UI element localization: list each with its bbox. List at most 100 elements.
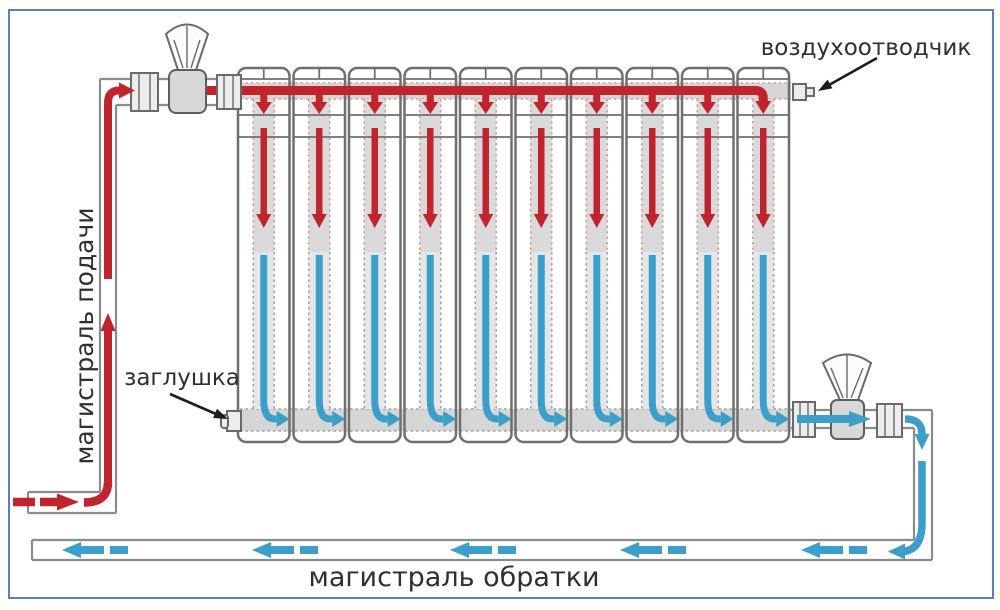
radiator-section [236,66,291,444]
section-detail-lines [683,69,733,138]
hot-arrowhead [644,214,660,228]
cold-channel-arrow [648,255,666,423]
handle-ribs [173,26,201,69]
supply-main-label: магистраль подачи [70,208,99,465]
hot-arrowhead [255,102,272,114]
cold-channel-arrow [759,255,777,423]
hot-arrowhead [119,82,135,99]
return-pipe-outline [30,408,934,562]
cold-arrowhead [443,411,457,427]
channel-dots-cold [474,252,498,409]
flow-arrows [13,82,930,560]
cold-arrowhead [914,434,930,450]
radiator-section [680,66,735,444]
cold-arrowhead [276,411,290,427]
cold-arrowhead [776,411,790,427]
hot-arrowhead [422,102,439,114]
section-detail-lines [294,69,344,138]
return-valve [792,353,903,440]
hot-arrowhead [477,102,494,114]
air-vent-label: воздухоотводчик [761,35,972,61]
cold-flow-drop [903,461,926,556]
radiator-section [569,66,624,444]
cold-arrowhead [450,542,469,558]
air-vent-body [792,83,807,101]
hot-arrowhead [755,214,771,228]
cold-channel-arrow [537,255,555,423]
air-vent-pointer-line [828,56,878,87]
plug-pointer-head [213,408,228,419]
section-detail-lines [239,69,289,138]
hot-arrowhead [588,102,605,114]
hot-arrowhead [478,214,494,228]
section-detail-lines [461,69,511,138]
pipe-nut [130,72,159,112]
channel-dots-hot [529,99,553,252]
cold-arrowhead [62,542,81,558]
channel-dots-hot [474,99,498,252]
section-detail-lines [405,69,455,138]
cold-channel-arrow [315,255,333,423]
return-main-arrows [62,542,867,558]
channel-dots-hot [252,99,276,252]
cold-arrowhead [720,411,734,427]
channel-dots-hot [640,99,664,252]
channel-dots-cold [585,252,609,409]
channel-dots-cold [696,252,720,409]
radiator-section [514,66,569,444]
hot-flow-riser-top [104,86,120,279]
section-detail-lines [516,69,566,138]
cold-arrowhead [849,411,871,427]
hot-arrowhead [700,214,716,228]
radiator-flow-arrows [206,86,790,427]
cold-channel-arrow [704,255,721,423]
channel-dots-cold [252,252,276,409]
radiator-section [625,66,680,444]
channel-dots-cold [751,252,775,409]
cold-channel-arrow [260,255,277,423]
plug-label: заглушка [124,365,240,391]
cold-channel-arrow [482,255,499,423]
radiator-section [458,66,513,444]
handle-ribs [830,355,864,399]
annotations [169,56,878,419]
cold-arrowhead [888,543,905,560]
channel-dots-hot [418,99,442,252]
supply-pipe-outline [26,77,240,515]
section-detail-lines [738,69,788,138]
radiator-section [347,66,402,444]
hot-arrowhead [699,102,716,114]
channel-dots-cold [307,252,331,409]
channel-dots-cold [418,252,442,409]
hot-arrowhead [256,214,272,228]
cold-arrowhead [609,411,623,427]
channel-dots-cold [640,252,664,409]
plug-pointer-line [169,392,217,416]
air-vent-pointer-head [818,79,833,91]
hot-arrowhead [367,214,383,228]
pipe-nut [876,403,903,438]
channel-dots-hot [751,99,775,252]
channel-dots-hot [585,99,609,252]
nut-facets [138,73,151,111]
return-main-label: магистраль обратки [308,562,599,593]
cold-arrowhead [665,411,679,427]
cold-arrowhead [554,411,568,427]
channel-dots-cold [529,252,553,409]
cold-arrowhead [332,411,346,427]
hot-arrowhead [100,313,116,331]
hot-arrowhead [533,214,549,228]
section-detail-lines [627,69,677,138]
radiator-section [292,66,347,444]
air-vent-cap [805,87,815,97]
section-detail-lines [572,69,622,138]
cold-arrowhead [620,542,639,558]
channel-dots-hot [363,99,387,252]
radiator-section [736,66,791,444]
plug-body [226,410,242,432]
hot-header-band [206,86,768,101]
nut-facets [223,75,234,109]
cold-channel-arrow [371,255,388,423]
